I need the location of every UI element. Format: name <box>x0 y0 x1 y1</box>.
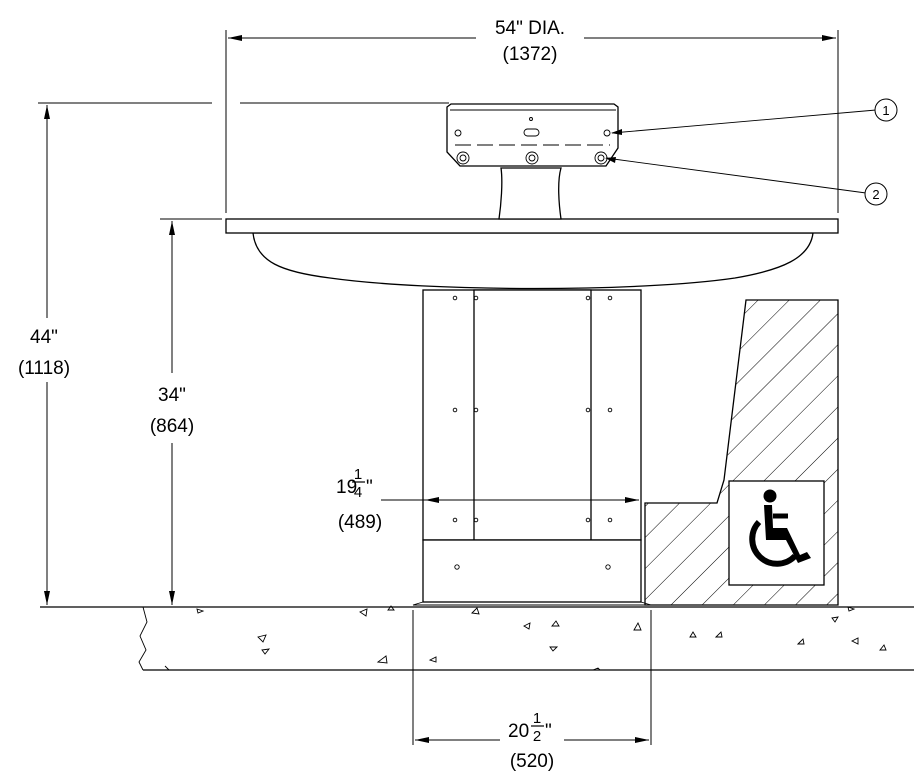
overall-height-inch-label: 44" <box>30 327 58 348</box>
base-width-denominator: 2 <box>533 728 541 745</box>
base-width-whole: 20 <box>508 721 529 742</box>
callout-2: 2 <box>605 157 888 206</box>
pedestal-width-dimension: 19 1 4 " (489) <box>336 466 639 533</box>
concrete-floor-slab <box>40 605 914 671</box>
overall-height-metric-label: (1118) <box>18 358 70 379</box>
pedestal-width-numerator: 1 <box>354 466 362 483</box>
base-width-dimension: 20 1 2 " (520) <box>412 610 652 772</box>
wash-fountain-bowl <box>225 218 839 290</box>
callout-1: 1 <box>611 98 898 135</box>
overall-height-dimension: 44" (1118) <box>18 102 449 605</box>
pedestal-width-inch-mark: " <box>366 477 373 498</box>
base-width-metric-label: (520) <box>510 751 554 772</box>
aggregate-marks <box>164 605 887 671</box>
diameter-inch-label: 54" DIA. <box>495 18 565 39</box>
pedestal-width-whole: 19 <box>336 477 357 498</box>
diameter-dimension: 54" DIA. (1372) <box>225 18 839 213</box>
callout-1-label: 1 <box>882 103 889 118</box>
pedestal <box>412 289 652 606</box>
diameter-metric-label: (1372) <box>503 44 558 65</box>
wheelchair-icon <box>749 489 811 567</box>
rim-height-metric-label: (864) <box>150 416 194 437</box>
rim-height-dimension: 34" (864) <box>150 218 222 605</box>
spray-nozzles <box>456 151 608 165</box>
hatched-wall-structure <box>644 299 839 606</box>
pedestal-width-denominator: 4 <box>354 484 362 501</box>
pedestal-screws <box>452 295 613 570</box>
base-width-inch-mark: " <box>545 721 552 742</box>
base-width-numerator: 1 <box>533 710 541 727</box>
pedestal-width-metric-label: (489) <box>338 512 382 533</box>
spray-head-assembly <box>446 103 619 220</box>
rim-height-inch-label: 34" <box>158 385 186 406</box>
callout-2-label: 2 <box>872 187 879 202</box>
